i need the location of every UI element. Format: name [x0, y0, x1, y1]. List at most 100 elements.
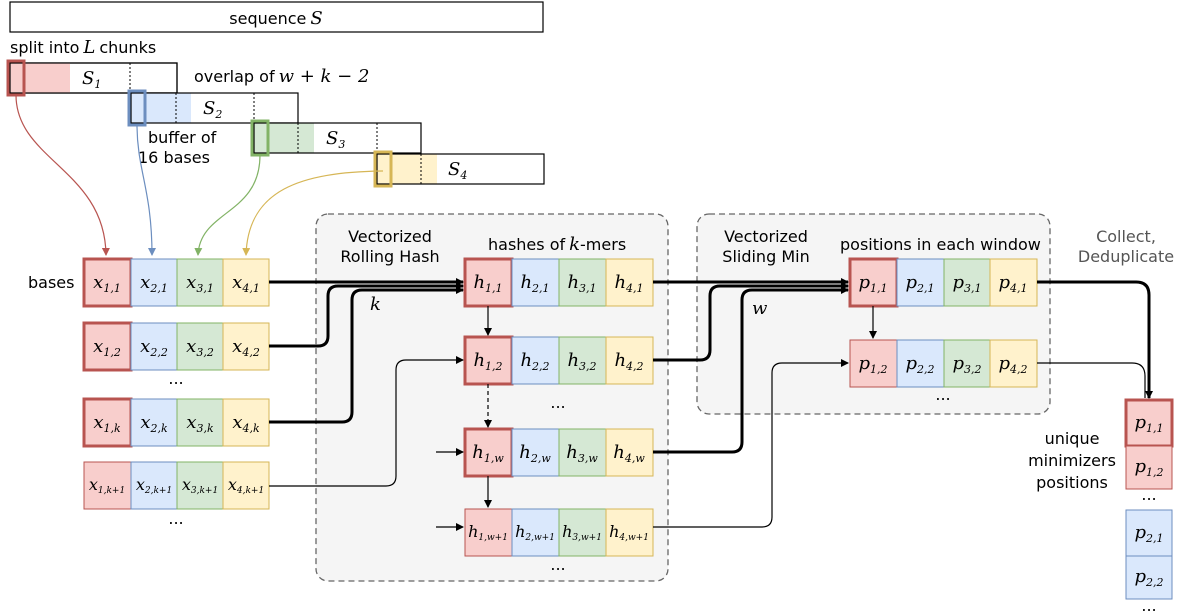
x-2-k: x2,k [140, 412, 168, 435]
hash-row-2: h1,2 h2,2 h3,2 h4,2 [463, 335, 654, 386]
x-3-k1: x3,k+1 [182, 475, 218, 496]
rolling-hash-title-line1: Vectorized [348, 227, 432, 246]
h-4-w1: h4,w+1 [609, 522, 649, 543]
chunk-s4-buffer-marker [373, 150, 393, 188]
collect-label-line2: Deduplicate [1078, 247, 1174, 266]
w-label: w [752, 298, 768, 319]
svg-text:p1,1: p1,1 [1134, 412, 1163, 435]
x-4-k1: x4,k+1 [228, 475, 264, 496]
x-4-k: x4,k [232, 412, 260, 435]
p-3-2: p3,2 [952, 353, 981, 376]
bases-ellipsis-1: ... [168, 369, 183, 388]
sliding-min-title-line1: Vectorized [724, 227, 808, 246]
hashes-of-kmers-label: hashes of k-mers [488, 234, 626, 255]
hash-row-1: h1,1 h2,1 h3,1 h4,1 [463, 257, 654, 308]
svg-text:S3: S3 [326, 128, 345, 151]
arrow-bases-rowk-to-hash [269, 286, 464, 424]
arrow-bases-rowk1-to-hash [269, 356, 464, 487]
unique-label-line1: unique [1045, 429, 1100, 448]
buffer-label-line2: 16 bases [138, 148, 210, 167]
h-3-1: h3,1 [567, 272, 596, 295]
p-2-1: p2,1 [905, 272, 934, 295]
svg-text:S2: S2 [203, 98, 222, 121]
hash-ellipsis-2: ... [550, 555, 565, 574]
x-4-1: x4,1 [232, 272, 260, 295]
sequence-box [9, 1, 544, 33]
x-1-k: x1,k [93, 412, 121, 435]
arrow-hash-roww-to-positions [653, 286, 849, 454]
h-2-2: h2,2 [520, 350, 549, 373]
x-2-1: x2,1 [140, 272, 168, 295]
positions-ellipsis: ... [935, 385, 950, 404]
p-4-1: p4,1 [998, 272, 1027, 295]
h-1-w: h1,w [472, 442, 504, 465]
positions-row-2: p1,2 p2,2 p3,2 p4,2 [849, 339, 1038, 388]
overlap-label: overlap of w + k − 2 [194, 66, 369, 87]
unique-label-line2: minimizers [1028, 451, 1116, 470]
chunk-s1: S1 [6, 59, 178, 97]
hash-ellipsis-1: ... [550, 393, 565, 412]
svg-text:S4: S4 [448, 159, 467, 182]
svg-text:p2,1: p2,1 [1134, 522, 1163, 545]
unique-ellipsis-1: ... [1141, 485, 1156, 504]
unique-label-line3: positions [1036, 473, 1108, 492]
rolling-hash-title-line2: Rolling Hash [340, 247, 439, 266]
p-4-2: p4,2 [998, 353, 1027, 376]
h-1-1: h1,1 [473, 272, 502, 295]
buffer-label-line1: buffer of [148, 128, 217, 147]
p-1-1: p1,1 [858, 272, 887, 295]
bases-row-k-plus-1: x1,k+1 x2,k+1 x3,k+1 x4,k+1 [83, 461, 270, 510]
x-1-2: x1,2 [93, 336, 121, 359]
x-2-2: x2,2 [140, 336, 168, 359]
x-3-1: x3,1 [186, 272, 214, 295]
h-4-w: h4,w [613, 442, 645, 465]
x-4-2: x4,2 [232, 336, 260, 359]
unique-p-2-2: p2,2 [1125, 555, 1173, 600]
arrow-bases-row2-to-hash [269, 282, 464, 348]
arrow-s4-to-x4 [242, 170, 384, 256]
h-3-2: h3,2 [567, 350, 596, 373]
x-1-1: x1,1 [93, 272, 121, 295]
p-3-1: p3,1 [952, 272, 981, 295]
h-2-w1: h2,w+1 [515, 522, 555, 543]
hash-row-w-plus-1: h1,w+1 h2,w+1 h3,w+1 h4,w+1 [464, 508, 654, 557]
p-1-2: p1,2 [858, 353, 887, 376]
h-3-w: h3,w [566, 442, 598, 465]
chunk-s4: S4 [373, 150, 545, 188]
hash-row-w: h1,w h2,w h3,w h4,w [463, 427, 654, 478]
bases-row-k: x1,k x2,k x3,k x4,k [82, 397, 270, 448]
svg-text:S1: S1 [82, 68, 101, 91]
unique-p-2-1: p2,1 [1125, 509, 1173, 557]
chunk-s2: S2 [127, 89, 299, 127]
arrow-hash-roww1-to-positions [653, 359, 849, 528]
h-3-w1: h3,w+1 [562, 522, 602, 543]
split-label: split into L chunks [10, 37, 156, 58]
sliding-min-title-line2: Sliding Min [722, 247, 809, 266]
chunk-s3: S3 [250, 119, 422, 157]
bases-ellipsis-2: ... [168, 509, 183, 528]
h-2-w: h2,w [519, 442, 551, 465]
sequence-label: sequence S [229, 8, 322, 29]
x-2-k1: x2,k+1 [136, 475, 172, 496]
arrow-s3-to-x3 [194, 154, 261, 256]
h-1-w1: h1,w+1 [468, 522, 508, 543]
x-3-k: x3,k [186, 412, 214, 435]
positions-row-1: p1,1 p2,1 p3,1 p4,1 [848, 257, 1038, 308]
arrow-positions-row2-to-collect [1037, 362, 1146, 398]
arrow-s2-to-x2 [136, 124, 156, 256]
h-2-1: h2,1 [520, 272, 549, 295]
unique-p-1-1: p1,1 [1124, 398, 1174, 448]
arrow-s1-to-x1 [15, 94, 110, 256]
p-2-2: p2,2 [905, 353, 934, 376]
h-4-2: h4,2 [614, 350, 643, 373]
svg-text:p2,2: p2,2 [1134, 566, 1163, 589]
unique-p-1-2: p1,2 [1125, 445, 1173, 490]
bases-label: bases [28, 273, 74, 292]
arrow-positions-row1-to-collect [1037, 280, 1153, 399]
svg-text:p1,2: p1,2 [1134, 456, 1163, 479]
h-4-1: h4,1 [614, 272, 643, 295]
x-3-2: x3,2 [186, 336, 214, 359]
bases-row-2: x1,2 x2,2 x3,2 x4,2 [82, 321, 270, 372]
